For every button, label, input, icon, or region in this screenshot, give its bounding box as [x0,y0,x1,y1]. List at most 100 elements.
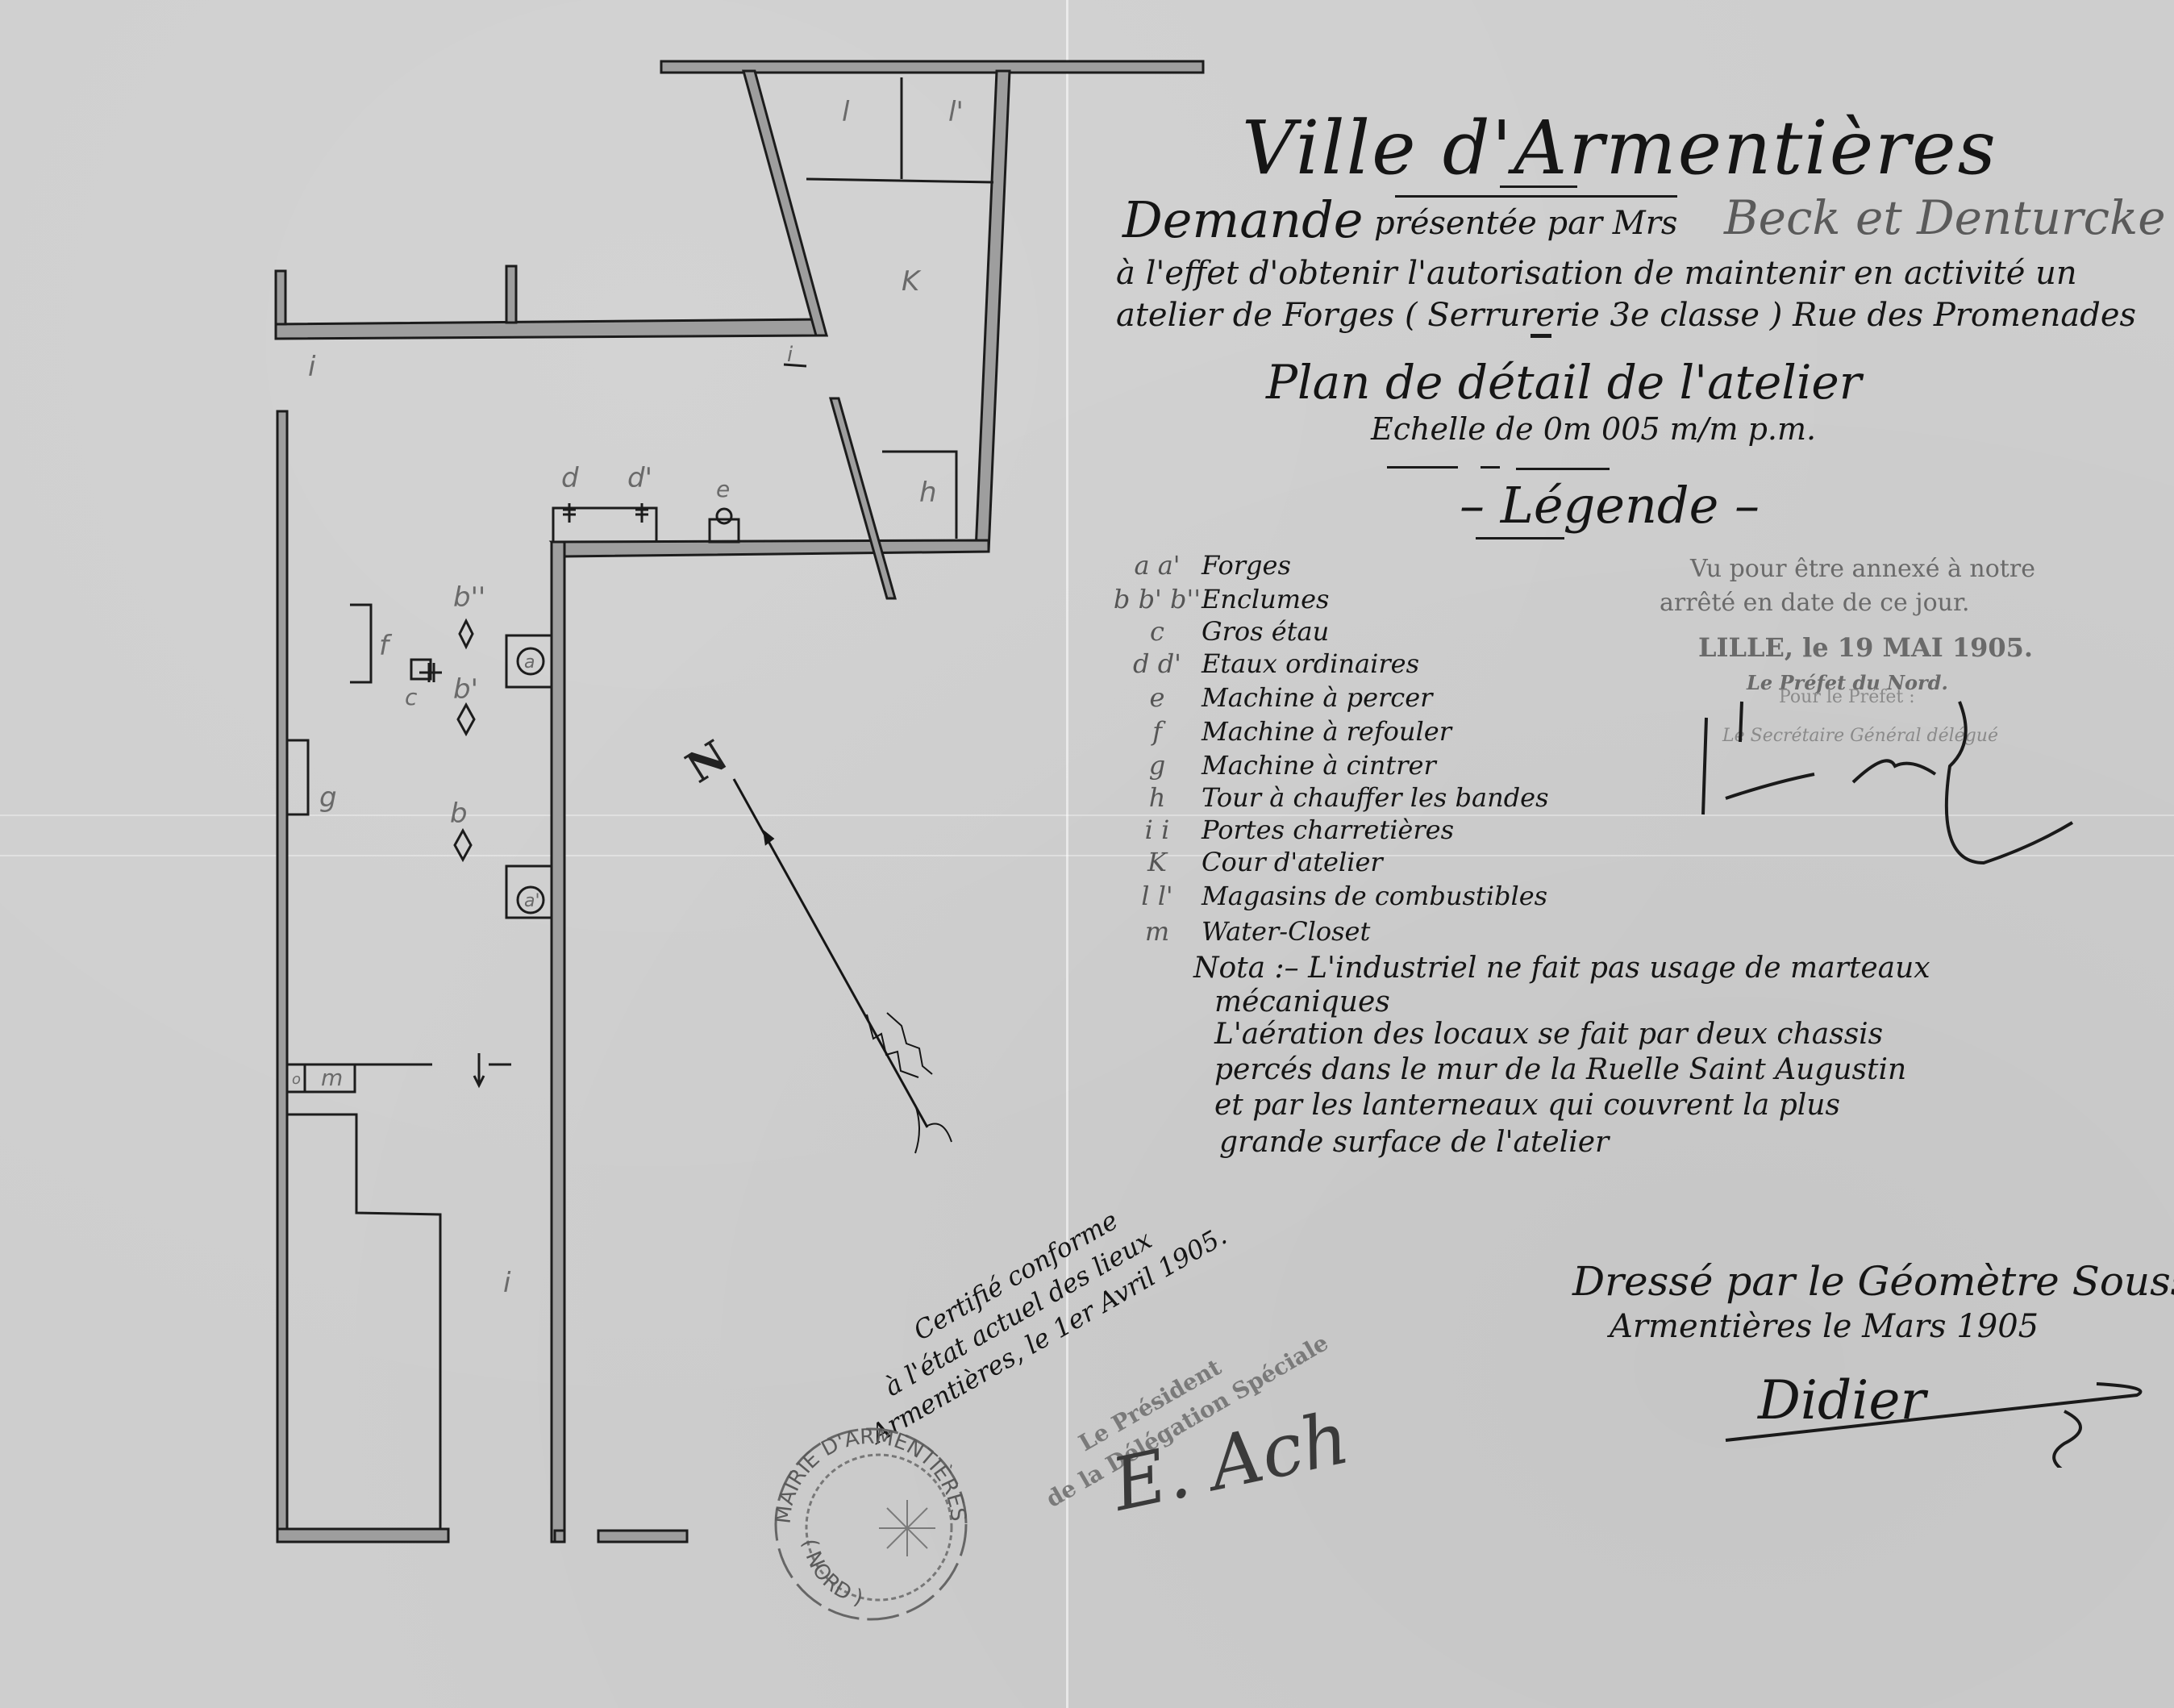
nota-line: percés dans le mur de la Ruelle Saint Au… [1214,1053,1907,1086]
room-stepped [287,1113,442,1529]
stamp-line: Vu pour être annexé à notre [1690,555,2035,583]
wall-diagonal [742,69,828,337]
request-demande: Demande [1122,190,1364,249]
label-o: o [292,1071,301,1088]
stamp-date: LILLE, le 19 MAI 1905. [1698,632,2034,663]
label-d: d [561,462,579,494]
label-l-prime: l' [948,96,964,128]
label-g: g [319,781,337,814]
forge-a-box [505,634,553,689]
mairie-stamp: MAIRIE D'ARMENTIÈRES ( NORD ) [766,1419,976,1629]
box-e [708,518,740,544]
label-a-prime: a' [524,891,540,911]
prefect-signature-icon [1701,701,2074,865]
stamp-line: Le Secrétaire Général délégué [1722,726,1998,746]
machine-e-icon [715,507,733,525]
forge-a-icon [516,647,545,676]
north-arrow-icon [732,778,952,1154]
box-h [882,450,958,539]
request-line-3: atelier de Forges ( Serrurerie 3e classe… [1116,297,2137,334]
wall-left-long [276,410,289,1543]
nota-line: L'aération des locaux se fait par deux c… [1214,1018,1884,1051]
label-f: f [379,630,393,662]
legend-rule-left [1387,466,1458,469]
anvil-b-prime-icon [456,702,476,737]
wall-stub-middle [505,265,518,324]
rule-mark [1531,334,1551,338]
legend-rule-right [1516,468,1610,470]
label-i-bottom: i [503,1267,511,1299]
legend-item: l l'Magasins de combustibles [1141,881,1548,911]
bench-d [552,506,658,542]
wall-top [660,60,1205,74]
nota-line: grande surface de l'atelier [1219,1126,1610,1159]
legend-rule-mid [1481,466,1500,469]
mairie-seal-icon: MAIRIE D'ARMENTIÈRES ( NORD ) [772,1425,971,1621]
stamp-line: arrêté en date de ce jour. [1660,589,1970,617]
svg-text:( NORD ): ( NORD ) [798,1538,865,1611]
stamp-line: Le Préfet du Nord. [1747,671,1948,694]
drafted-by-line: Dressé par le Géomètre Soussigné [1572,1258,2174,1305]
label-l: l [842,96,850,128]
wc-m-box [285,1063,356,1094]
drafted-place-date: Armentières le Mars 1905 [1610,1308,2039,1345]
anvil-b-icon [453,827,473,863]
arrow-right-icon [783,363,807,368]
wall-right [974,69,1011,553]
label-m: m [321,1064,343,1091]
legend-title: – Légende – [1460,476,1760,535]
legend-item: a a'Forges [1134,550,1291,581]
label-i-top: i [308,351,316,383]
forge-a-prime-box [505,864,553,919]
document-title: Ville d'Armentières [1242,105,1997,191]
label-h: h [919,477,937,509]
wall-middle-long [550,540,566,1543]
stamp-line: Pour le Préfet : [1779,687,1915,707]
legend-underline [1476,537,1564,539]
label-d-prime: d' [627,462,652,494]
label-K: K [902,265,922,298]
legend-item: b b' b''Enclumes [1113,584,1330,614]
label-a: a [524,652,535,673]
bracket-g [287,739,310,816]
plan-scale: Echelle de 0m 005 m/m p.m. [1371,411,1817,447]
anvil-b-double-icon [458,618,474,650]
wall-bottom [276,1527,450,1543]
fold-line-vertical [1066,0,1068,1708]
label-b-double: b'' [453,581,485,614]
fold-line-horizontal [0,855,2174,856]
label-e: e [716,476,730,502]
wall-upper-horizontal [274,318,829,340]
wall-workshop-top [548,539,990,558]
plan-title: Plan de détail de l'atelier [1266,355,1862,410]
label-b: b [450,798,468,830]
request-line-2: à l'effet d'obtenir l'autorisation de ma… [1116,255,2077,292]
label-b-prime: b' [453,673,478,706]
title-rule-long [1395,195,1677,198]
label-c: c [405,684,418,710]
request-presented-by: présentée par Mrs [1374,205,1678,242]
nota-line: et par les lanterneaux qui couvrent la p… [1214,1089,1840,1122]
signature-flourish-icon [1725,1382,2143,1468]
legend-item: d d'Etaux ordinaires [1133,648,1419,679]
svg-text:MAIRIE D'ARMENTIÈRES: MAIRIE D'ARMENTIÈRES [772,1425,971,1525]
wall-bottom-right-stub [597,1529,689,1543]
nota-line: Nota :– L'industriel ne fait pas usage d… [1193,952,1930,985]
forge-a-prime-icon [516,885,545,914]
nota-line: mécaniques [1214,985,1390,1019]
bracket-f [350,603,373,684]
partition-l [806,177,994,184]
title-rule-short [1500,185,1577,188]
request-applicants: Beck et Denturcke [1724,190,2166,245]
wall-stub-left [274,269,287,326]
vise-c-box [410,658,432,681]
